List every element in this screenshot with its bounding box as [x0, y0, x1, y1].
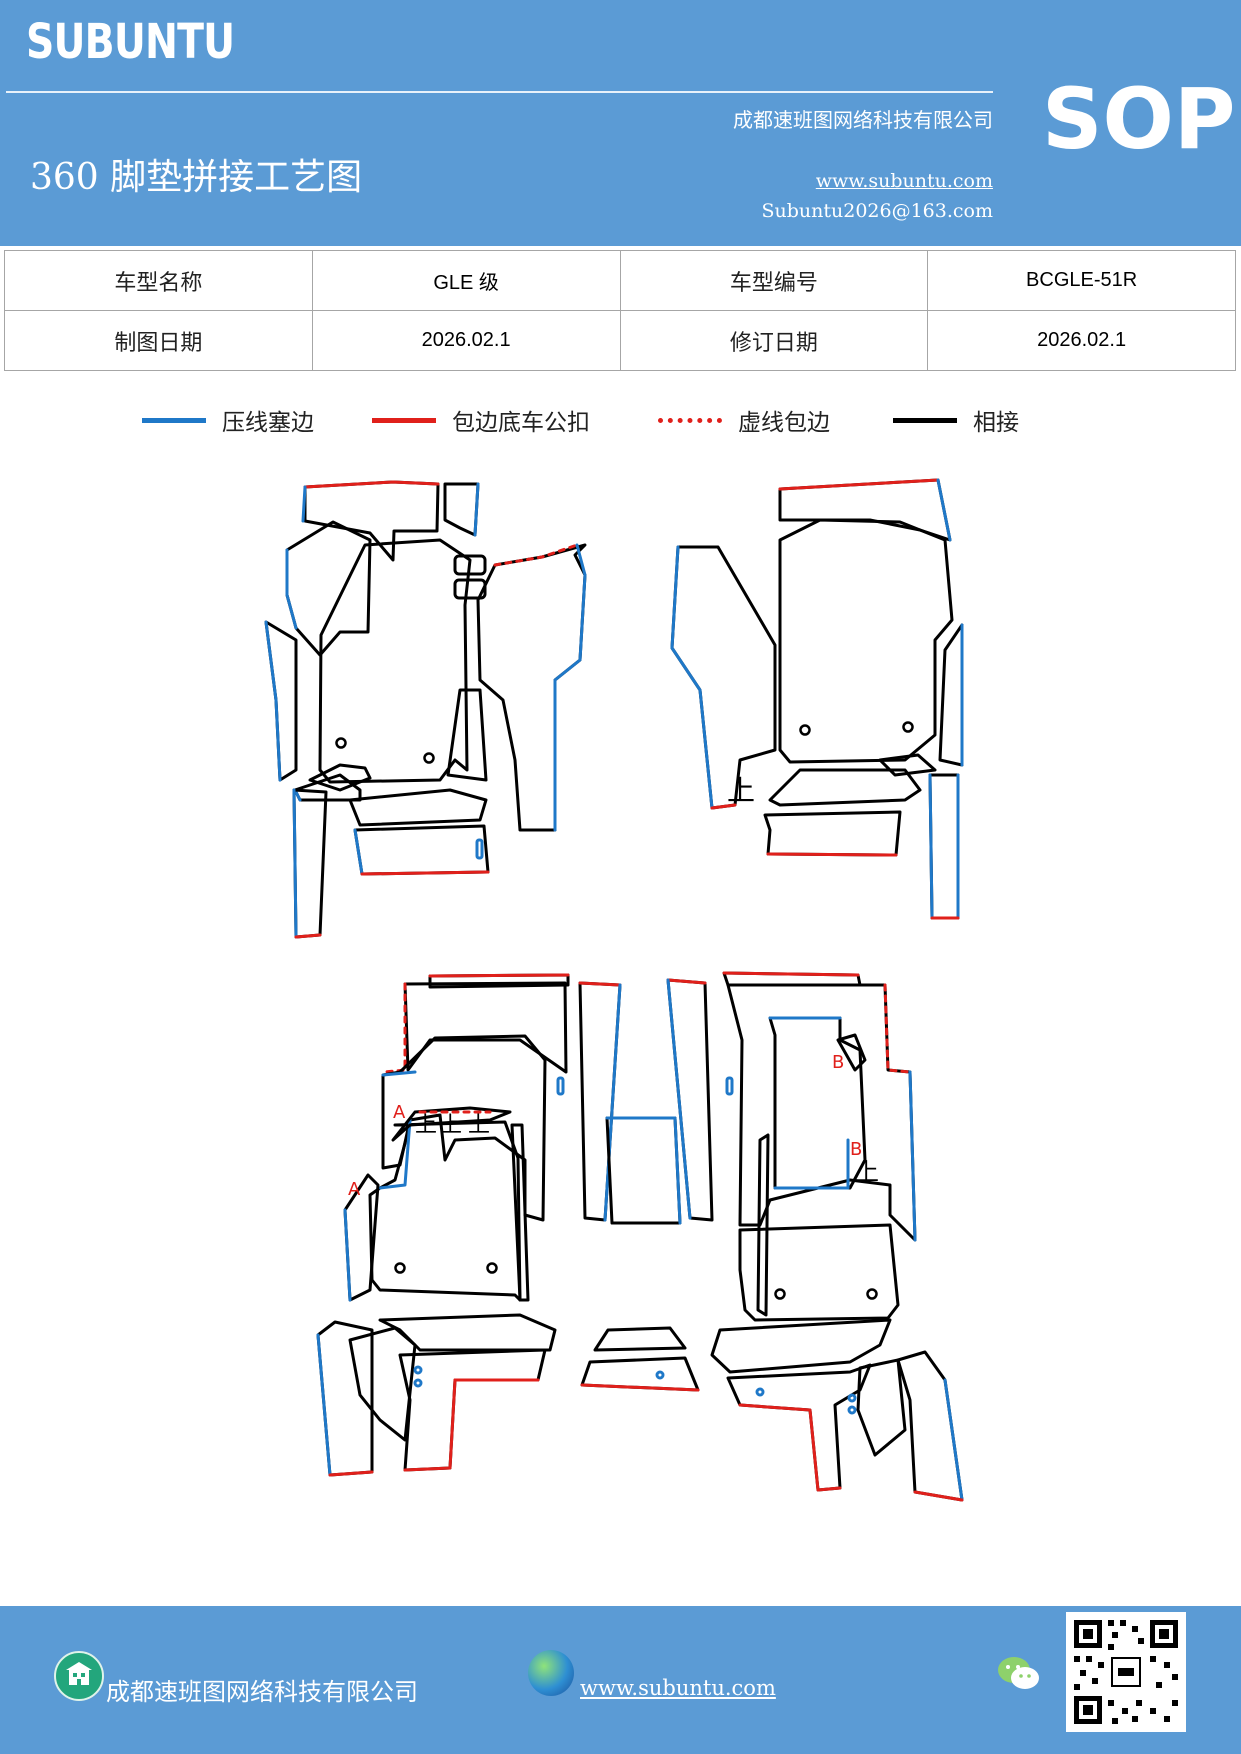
- svg-text:上: 上: [415, 1113, 437, 1138]
- info-row: 车型名称 GLE 级 车型编号 BCGLE-51R: [4, 250, 1236, 311]
- floor-mat-diagram: 上 A 上 上 上 A: [264, 478, 964, 1502]
- info-table: 车型名称 GLE 级 车型编号 BCGLE-51R 制图日期 2026.02.1…: [4, 250, 1236, 371]
- rear-mat: A 上 上 上 A B B 上: [316, 971, 964, 1502]
- sop-badge: SOP: [1042, 70, 1236, 168]
- model-code-value: BCGLE-51R: [927, 250, 1236, 311]
- svg-text:上: 上: [855, 1158, 879, 1186]
- svg-text:上: 上: [468, 1113, 490, 1138]
- legend-item-dotted-edge: 虚线包边: [658, 400, 830, 440]
- draw-date-value: 2026.02.1: [311, 310, 621, 371]
- email-address: Subuntu2026@163.com: [761, 200, 993, 222]
- front-left-mat: [264, 480, 587, 939]
- legend-label: 包边底车公扣: [452, 410, 590, 436]
- page-title: 360 脚垫拼接工艺图: [30, 157, 363, 198]
- front-right-mat: 上: [670, 478, 964, 920]
- svg-text:上: 上: [727, 774, 755, 807]
- legend-swatch-dotted: [658, 417, 722, 423]
- header: SUBUNTU 成都速班图网络科技有限公司 360 脚垫拼接工艺图 www.su…: [0, 0, 1241, 246]
- revise-date-label: 修订日期: [619, 310, 929, 371]
- website-link[interactable]: www.subuntu.com: [815, 170, 993, 192]
- svg-text:A: A: [393, 1102, 406, 1123]
- info-row: 制图日期 2026.02.1 修订日期 2026.02.1: [4, 310, 1236, 371]
- footer-company: 成都速班图网络科技有限公司: [106, 1678, 418, 1706]
- revise-date-value: 2026.02.1: [927, 310, 1236, 371]
- legend-label: 虚线包边: [738, 410, 830, 436]
- logo: SUBUNTU: [26, 14, 235, 70]
- footer-website-link[interactable]: www.subuntu.com: [580, 1676, 776, 1700]
- qr-code[interactable]: [1066, 1612, 1186, 1732]
- footer: 成都速班图网络科技有限公司 www.subuntu.com: [0, 1606, 1241, 1754]
- model-name-value: GLE 级: [311, 250, 621, 311]
- legend-label: 压线塞边: [222, 410, 314, 436]
- svg-text:B: B: [850, 1139, 862, 1160]
- legend-item-joint: 相接: [893, 400, 1019, 440]
- model-code-label: 车型编号: [619, 250, 929, 311]
- legend-item-wrap-edge: 包边底车公扣: [372, 400, 590, 440]
- building-icon: [54, 1651, 104, 1701]
- legend-item-press-line: 压线塞边: [142, 400, 314, 440]
- wechat-icon: [996, 1654, 1042, 1698]
- svg-text:B: B: [832, 1052, 844, 1073]
- legend-swatch-red: [372, 417, 436, 423]
- legend-label: 相接: [973, 410, 1019, 436]
- globe-icon: [528, 1650, 574, 1696]
- company-name: 成都速班图网络科技有限公司: [733, 108, 993, 132]
- svg-text:上: 上: [440, 1113, 462, 1138]
- header-divider: [6, 91, 993, 93]
- draw-date-label: 制图日期: [4, 310, 313, 371]
- legend-swatch-blue: [142, 417, 206, 423]
- model-name-label: 车型名称: [4, 250, 313, 311]
- legend-swatch-black: [893, 417, 957, 423]
- svg-text:A: A: [348, 1179, 361, 1200]
